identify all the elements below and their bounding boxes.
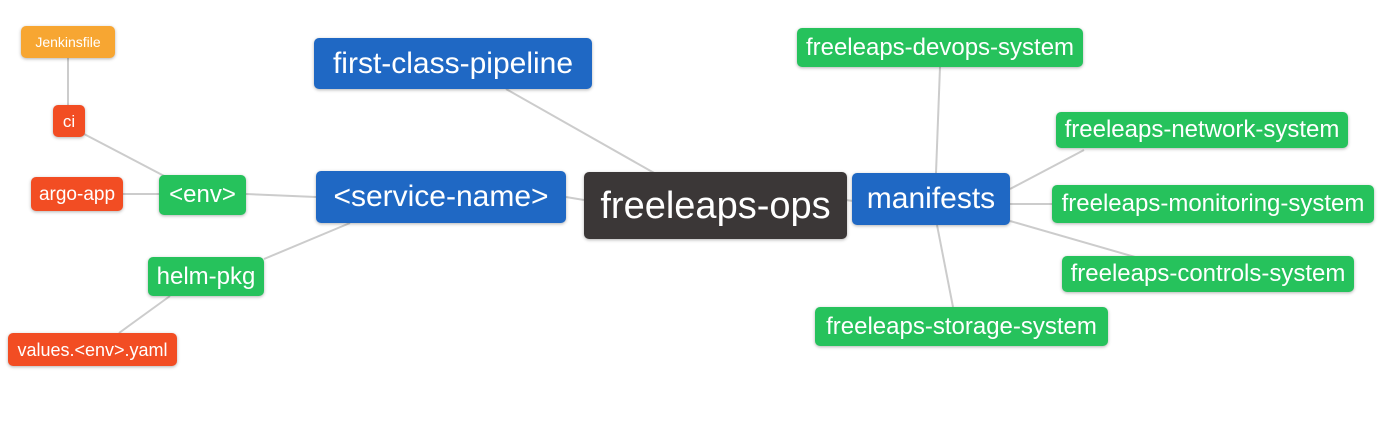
edge-env-service <box>245 193 317 198</box>
node-freeleaps-devops-system[interactable]: freeleaps-devops-system <box>797 28 1083 67</box>
node-freeleaps-controls-system[interactable]: freeleaps-controls-system <box>1062 256 1354 292</box>
node-values-env-yaml[interactable]: values.<env>.yaml <box>8 333 177 366</box>
node-freeleaps-storage-system[interactable]: freeleaps-storage-system <box>815 307 1108 346</box>
node-env[interactable]: <env> <box>159 175 246 215</box>
edge-pipeline-root <box>505 88 657 175</box>
node-jenkinsfile[interactable]: Jenkinsfile <box>21 26 115 58</box>
edge-manifests-network <box>1009 149 1085 190</box>
edge-manifests-devops <box>935 66 941 174</box>
edge-manifests-storage <box>936 224 954 308</box>
edge-helm-values <box>118 295 171 334</box>
edge-service-root <box>565 196 585 201</box>
edge-ci-env <box>83 133 169 179</box>
node-service-name[interactable]: <service-name> <box>316 171 566 223</box>
edge-service-helm <box>263 222 351 260</box>
node-helm-pkg[interactable]: helm-pkg <box>148 257 264 296</box>
node-first-class-pipeline[interactable]: first-class-pipeline <box>314 38 592 89</box>
node-freeleaps-monitoring-system[interactable]: freeleaps-monitoring-system <box>1052 185 1374 223</box>
edge-manifests-controls <box>1009 220 1136 258</box>
node-ci[interactable]: ci <box>53 105 85 137</box>
node-argo-app[interactable]: argo-app <box>31 177 123 211</box>
node-manifests[interactable]: manifests <box>852 173 1010 225</box>
node-root-freeleaps-ops[interactable]: freeleaps-ops <box>584 172 847 239</box>
node-freeleaps-network-system[interactable]: freeleaps-network-system <box>1056 112 1348 148</box>
edge-root-manifests <box>845 199 854 202</box>
